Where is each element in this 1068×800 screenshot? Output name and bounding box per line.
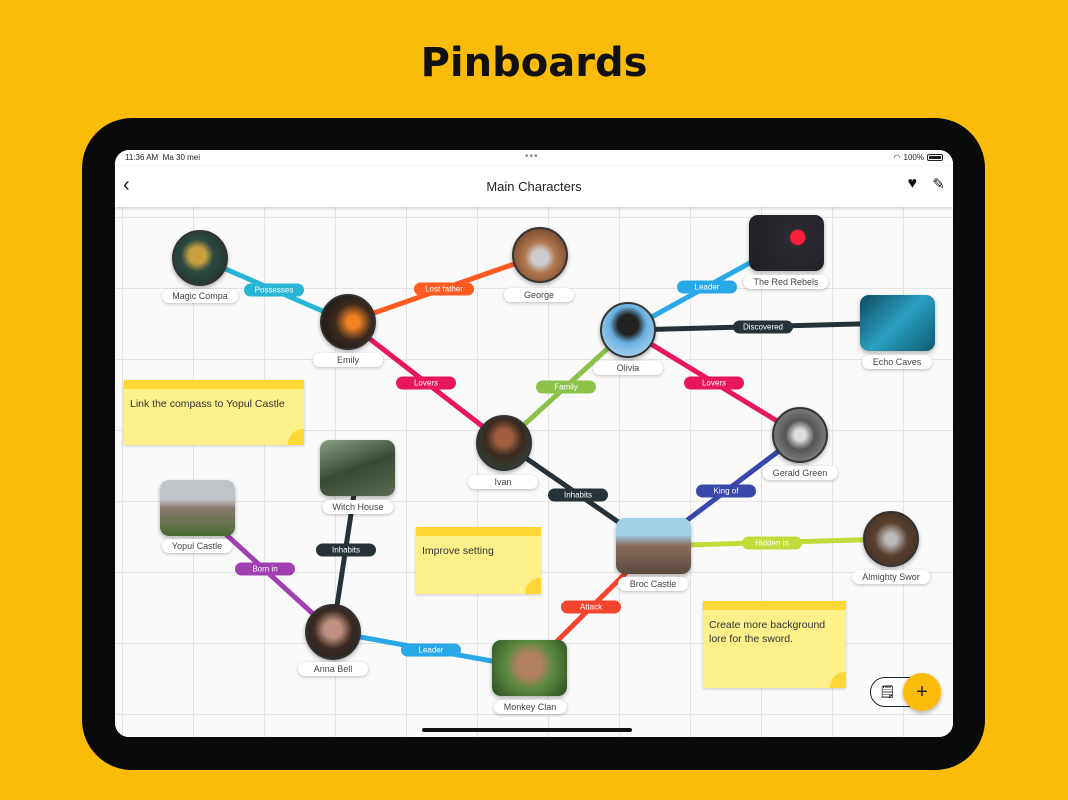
tablet-screen: 11:36 AM Ma 30 mei ••• ◠100% ‹ Main Char…: [115, 150, 953, 737]
node-red-rebels[interactable]: [749, 215, 824, 271]
edit-pencil-icon[interactable]: ✎: [932, 176, 945, 193]
node-label: Almighty Swor: [852, 570, 930, 584]
edge-label[interactable]: Leader: [401, 643, 461, 657]
home-indicator[interactable]: [422, 728, 632, 732]
node-label: Echo Caves: [862, 355, 932, 369]
node-label: Emily: [313, 353, 383, 367]
status-time: 11:36 AM Ma 30 mei: [125, 153, 200, 162]
edge-label[interactable]: Attack: [561, 600, 621, 614]
sticky-note[interactable]: Link the compass to Yopul Castle: [124, 380, 304, 445]
node-anna-bell[interactable]: [305, 604, 361, 660]
node-label: Anna Bell: [298, 662, 368, 676]
node-broc-castle[interactable]: [616, 518, 691, 574]
edge-label[interactable]: Lost father: [414, 282, 474, 296]
wifi-icon: ◠: [893, 153, 901, 162]
favorite-heart-icon[interactable]: ♥: [907, 175, 918, 192]
node-label: Yopul Castle: [161, 539, 233, 553]
status-bar: 11:36 AM Ma 30 mei ••• ◠100%: [115, 150, 953, 166]
edge-label[interactable]: Hidden in: [742, 536, 802, 550]
node-emily[interactable]: [320, 294, 376, 350]
sticky-note[interactable]: Create more background lore for the swor…: [703, 601, 846, 688]
add-node-button[interactable]: +: [903, 673, 941, 711]
node-yopul-castle[interactable]: [160, 480, 235, 536]
node-magic-compass[interactable]: [172, 230, 228, 286]
node-label: Witch House: [322, 500, 394, 514]
node-george[interactable]: [512, 227, 568, 283]
node-label: Olivia: [593, 361, 663, 375]
node-ivan[interactable]: [476, 415, 532, 471]
page-title: Main Characters: [486, 179, 582, 194]
node-witch-house[interactable]: [320, 440, 395, 496]
battery-percent: 100%: [903, 153, 924, 162]
edge-label[interactable]: Discovered: [733, 320, 793, 334]
date: Ma 30 mei: [162, 153, 201, 162]
node-label: Gerald Green: [762, 466, 838, 480]
battery-icon: [927, 154, 943, 161]
multitask-dots-icon[interactable]: •••: [525, 151, 539, 162]
edge-label[interactable]: Inhabits: [548, 488, 608, 502]
edge-label[interactable]: Lovers: [684, 376, 744, 390]
node-almighty-sword[interactable]: [863, 511, 919, 567]
sticky-note[interactable]: Improve setting: [416, 527, 541, 594]
nav-bar: ‹ Main Characters ♥ ✎: [115, 166, 953, 207]
page-headline: Pinboards: [420, 40, 648, 86]
node-echo-caves[interactable]: [860, 295, 935, 351]
edge-label[interactable]: Lovers: [396, 376, 456, 390]
node-label: Ivan: [468, 475, 538, 489]
node-olivia[interactable]: [600, 302, 656, 358]
node-label: The Red Rebels: [743, 275, 829, 289]
node-label: Broc Castle: [618, 577, 688, 591]
node-label: Monkey Clan: [493, 700, 567, 714]
edge-label[interactable]: Family: [536, 380, 596, 394]
edge-label[interactable]: Born in: [235, 562, 295, 576]
edge-label[interactable]: Leader: [677, 280, 737, 294]
back-chevron-icon[interactable]: ‹: [123, 174, 130, 196]
node-label: Magic Compa: [162, 289, 238, 303]
node-label: George: [504, 288, 574, 302]
edge-label[interactable]: Possesses: [244, 283, 304, 297]
time: 11:36 AM: [125, 153, 159, 162]
edge-label[interactable]: King of: [696, 484, 756, 498]
add-note-icon: 🗒: [879, 684, 896, 699]
node-monkey-clan[interactable]: [492, 640, 567, 696]
node-gerald-green[interactable]: [772, 407, 828, 463]
edge-label[interactable]: Inhabits: [316, 543, 376, 557]
